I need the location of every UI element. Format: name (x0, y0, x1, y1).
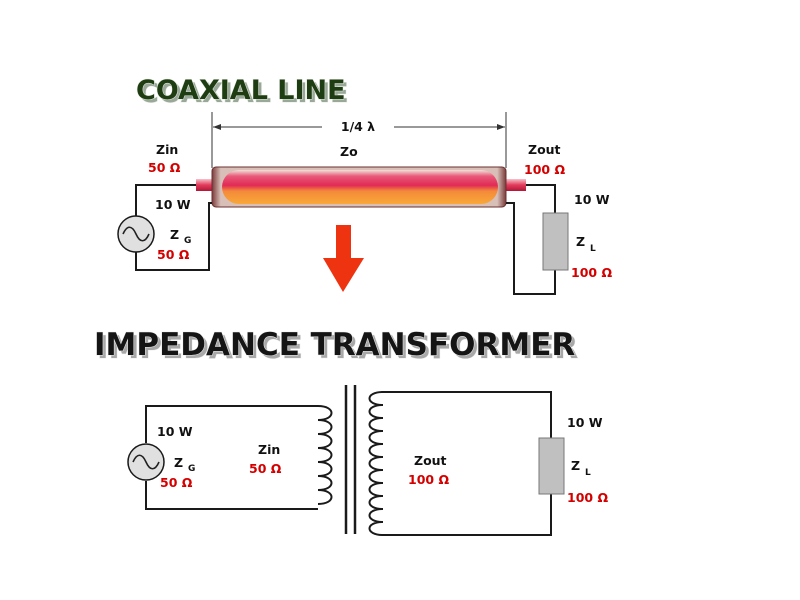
coax-zin-label: Zin (156, 142, 178, 157)
transformer-core (344, 385, 357, 534)
coax-load-resistor (542, 212, 569, 271)
length-label: 1/4 λ (341, 119, 375, 134)
transformer-zout-label: Zout (414, 453, 447, 468)
quarter-wave-dimension: 1/4 λ (211, 112, 507, 168)
dimension-arrow-right (497, 124, 505, 130)
transformer-zg-value: 50 Ω (160, 475, 193, 490)
primary-wire-bottom (145, 481, 318, 510)
transformer-secondary-circuit (368, 391, 565, 536)
coax-load-wire-top (526, 184, 556, 213)
coax-zl-value: 100 Ω (571, 265, 612, 280)
arrow-head (323, 258, 364, 292)
dimension-label-bg (322, 118, 394, 134)
coax-title-shadow: COAXIAL LINE (139, 78, 349, 109)
coax-load-wire-bottom (506, 202, 556, 295)
transformer-title-shadow: IMPEDANCE TRANSFORMER (97, 330, 578, 366)
coax-cable (196, 166, 526, 208)
transformer-zout-value: 100 Ω (408, 472, 449, 487)
coax-dielectric (222, 170, 498, 204)
transformer-zg-sub: G (188, 464, 195, 474)
coax-source-circuit (117, 184, 212, 271)
primary-coil (317, 405, 333, 505)
transformer-load-power: 10 W (567, 415, 603, 430)
coax-title: COAXIAL LINE (136, 75, 346, 106)
coax-source-wire-top (135, 184, 196, 216)
transformer-title-group: IMPEDANCE TRANSFORMER IMPEDANCE TRANSFOR… (94, 327, 579, 367)
secondary-wire-top (383, 391, 552, 438)
coax-load-circuit (506, 184, 569, 295)
transformer-zl-sub: L (585, 468, 591, 478)
down-arrow-icon (323, 225, 364, 292)
coax-zout-label: Zout (528, 142, 561, 157)
transformer-primary-circuit (127, 405, 333, 510)
coax-zl-label: Z (576, 234, 585, 249)
coax-zg-sub: G (184, 236, 191, 246)
coax-zl-sub: L (590, 244, 596, 254)
arrow-shaft (336, 225, 351, 259)
primary-wire-top (145, 405, 318, 443)
dimension-arrow-left (213, 124, 221, 130)
coax-sine-wave-icon (122, 226, 150, 242)
secondary-wire-bottom (383, 494, 552, 536)
secondary-coil (368, 391, 384, 536)
transformer-zl-label: Z (571, 458, 580, 473)
coax-source-power: 10 W (155, 197, 191, 212)
coax-zo-label: Zo (340, 144, 358, 159)
coax-title-group: COAXIAL LINE COAXIAL LINE (136, 75, 350, 110)
transformer-zin-label: Zin (258, 442, 280, 457)
coax-zin-value: 50 Ω (148, 160, 181, 175)
transformer-zg-label: Z (174, 455, 183, 470)
transformer-title: IMPEDANCE TRANSFORMER (94, 327, 575, 363)
transformer-sine-wave-icon (132, 454, 160, 470)
coax-zg-label: Z (170, 227, 179, 242)
coax-zg-value: 50 Ω (157, 247, 190, 262)
transformer-load-resistor (538, 437, 565, 495)
coax-load-power: 10 W (574, 192, 610, 207)
transformer-zl-value: 100 Ω (567, 490, 608, 505)
transformer-zin-value: 50 Ω (249, 461, 282, 476)
transformer-source-power: 10 W (157, 424, 193, 439)
coax-source-wire-bottom (135, 202, 212, 271)
coax-zout-value: 100 Ω (524, 162, 565, 177)
